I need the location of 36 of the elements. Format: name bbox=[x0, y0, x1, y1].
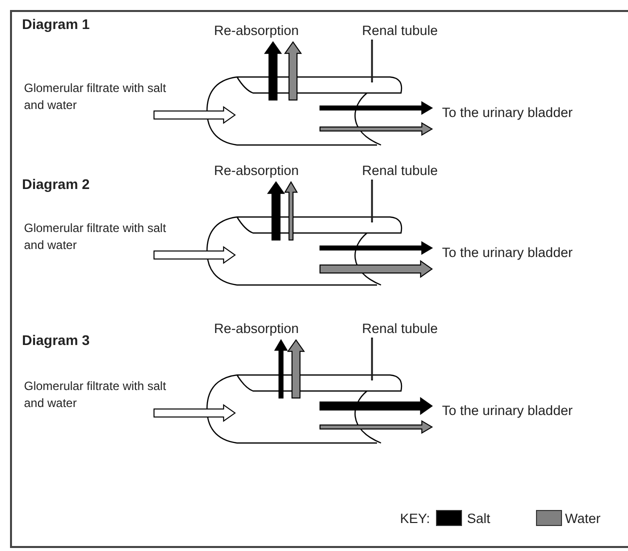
arrow bbox=[274, 339, 288, 398]
flow-label: Glomerular filtrate with salt and water bbox=[24, 80, 168, 114]
leader-line bbox=[371, 180, 373, 222]
label-text: Renal tubule bbox=[362, 22, 439, 40]
panel-label: Diagram 1 bbox=[22, 15, 90, 34]
arrow bbox=[154, 106, 236, 124]
label-text: Renal tubule bbox=[362, 162, 439, 180]
leader-line bbox=[371, 338, 373, 380]
key-label: KEY: bbox=[400, 510, 430, 528]
legend-label: Water bbox=[565, 510, 601, 528]
arrow bbox=[267, 181, 285, 240]
arrow bbox=[284, 181, 298, 240]
arrow bbox=[320, 420, 433, 434]
arrow bbox=[284, 41, 302, 100]
label-text: Renal tubule bbox=[362, 320, 439, 338]
arrow bbox=[154, 246, 236, 264]
arrow bbox=[154, 404, 236, 422]
flow-label: To the urinary bladder bbox=[442, 244, 574, 262]
arrow bbox=[320, 260, 433, 278]
arrow bbox=[320, 101, 433, 115]
arrow bbox=[320, 397, 433, 415]
flow-label: Glomerular filtrate with salt and water bbox=[24, 220, 168, 254]
label-text: Re-absorption bbox=[214, 162, 300, 180]
arrow bbox=[264, 41, 282, 100]
arrow bbox=[287, 339, 305, 398]
arrow bbox=[320, 122, 433, 136]
label-text: Re-absorption bbox=[214, 320, 300, 338]
arrow bbox=[320, 241, 433, 255]
flow-label: Glomerular filtrate with salt and water bbox=[24, 378, 168, 412]
flow-label: To the urinary bladder bbox=[442, 402, 574, 420]
panel-label: Diagram 2 bbox=[22, 175, 90, 194]
legend-label: Salt bbox=[467, 510, 490, 528]
label-text: Re-absorption bbox=[214, 22, 300, 40]
panel-label: Diagram 3 bbox=[22, 331, 90, 350]
leader-line bbox=[371, 40, 373, 82]
flow-label: To the urinary bladder bbox=[442, 104, 574, 122]
